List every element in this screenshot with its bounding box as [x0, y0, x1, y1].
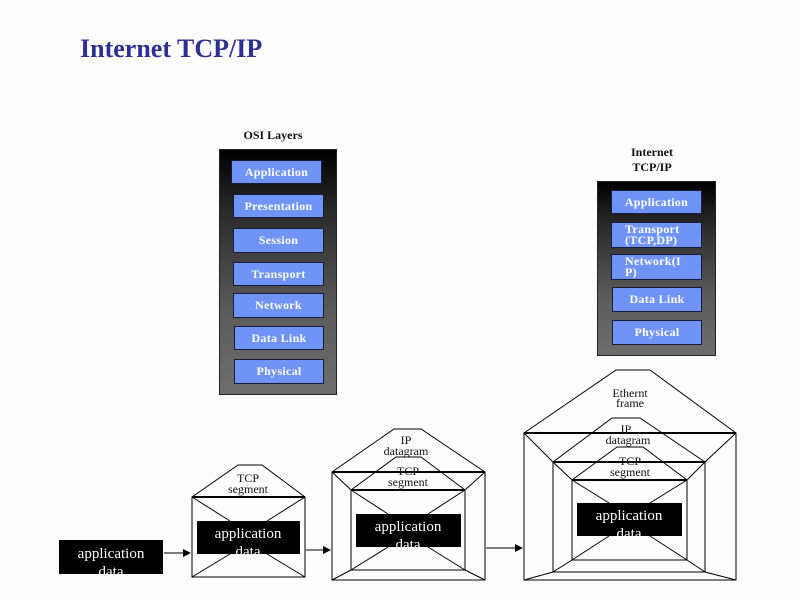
- app-data-3-line2: data: [617, 526, 642, 542]
- ip-label-2-line1: IP: [401, 433, 412, 447]
- ip-label-3-line1: IP: [621, 422, 632, 436]
- ip-label-3-line2: datagram: [606, 433, 651, 447]
- tcpip-layer-transport: Transport(TCP,DP): [611, 222, 702, 248]
- eth-label-3-line2: frame: [616, 396, 644, 410]
- app-data-0-line1: application: [78, 546, 145, 562]
- app-data-block-2: [356, 514, 461, 547]
- osi-layer-data-link: Data Link: [234, 326, 324, 350]
- app-data-block-0: [59, 540, 163, 574]
- app-data-1-line1: application: [215, 526, 282, 542]
- tcpip-layer-physical: Physical: [612, 320, 702, 345]
- tcpip-stack-title: Internet TCP/IP: [612, 145, 692, 175]
- page-title: Internet TCP/IP: [80, 34, 263, 63]
- osi-layer-session: Session: [233, 228, 324, 253]
- app-data-2-line2: data: [396, 537, 421, 553]
- tcp-segment-envelope-2: [350, 456, 466, 571]
- app-data-block-1: [197, 521, 300, 554]
- ip-label-2-line2: datagram: [384, 444, 429, 458]
- ip-datagram-envelope-2: [331, 428, 486, 581]
- tcp-label-1-line1: TCP: [237, 471, 259, 485]
- tcpip-layer-application: Application: [611, 190, 702, 214]
- tcp-segment-envelope-3: [571, 446, 688, 561]
- osi-layer-application: Application: [231, 160, 322, 184]
- osi-stack-title: OSI Layers: [243, 128, 303, 142]
- tcp-label-3-line1: TCP: [619, 454, 641, 468]
- ip-datagram-envelope-3: [552, 417, 706, 573]
- tcpip-title-line2: TCP/IP: [632, 160, 672, 174]
- app-data-0-line2: data: [99, 564, 124, 580]
- osi-layer-physical: Physical: [234, 359, 324, 384]
- osi-layer-transport: Transport: [233, 262, 324, 286]
- tcpip-title-line1: Internet: [631, 145, 673, 159]
- tcp-label-1-line2: segment: [228, 482, 269, 496]
- osi-layer-network: Network: [233, 293, 324, 318]
- app-data-2-line1: application: [375, 519, 442, 535]
- tcp-label-2-line2: segment: [388, 475, 429, 489]
- ethernet-frame-envelope-3: [523, 369, 737, 581]
- osi-layer-presentation: Presentation: [233, 194, 324, 218]
- eth-label-3-line1: Ethernt: [612, 386, 648, 400]
- tcp-label-3-line2: segment: [610, 465, 651, 479]
- app-data-3-line1: application: [596, 508, 663, 524]
- app-data-1-line2: data: [236, 544, 261, 560]
- osi-stack: Application Presentation Session Transpo…: [219, 149, 337, 395]
- tcp-segment-envelope-1: [191, 464, 306, 578]
- tcp-label-2-line1: TCP: [397, 464, 419, 478]
- app-data-block-3: [577, 503, 682, 536]
- tcpip-layer-data-link: Data Link: [612, 287, 702, 312]
